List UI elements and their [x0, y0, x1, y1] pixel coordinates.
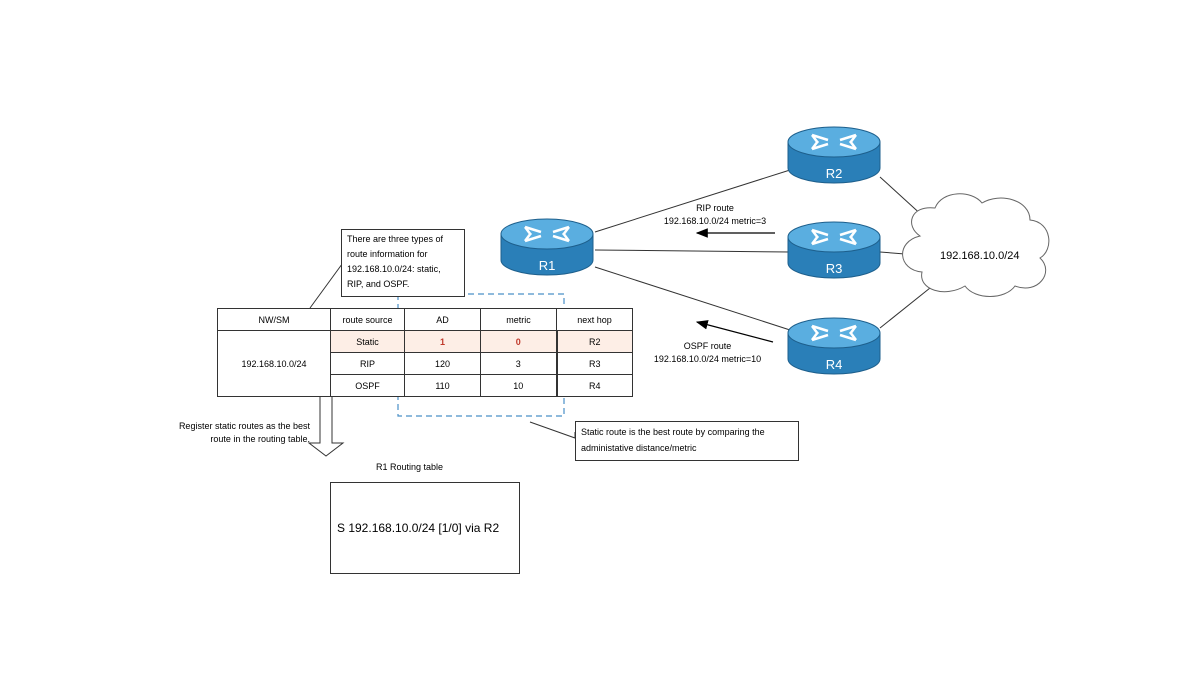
- network-cell: 192.168.10.0/24: [217, 330, 331, 397]
- register-note: Register static routes as the best route…: [150, 420, 310, 446]
- source-cell: Static: [330, 330, 405, 353]
- ospf-route-label: OSPF route 192.168.10.0/24 metric=10: [645, 340, 770, 366]
- register-note-line2: route in the routing table.: [210, 434, 310, 444]
- link-r3-net: [879, 251, 906, 255]
- best-route-callout: Static route is the best route by compar…: [575, 421, 799, 461]
- network-cloud-icon: [902, 193, 1050, 297]
- ad-cell: 120: [404, 352, 481, 375]
- network-label: 192.168.10.0/24: [940, 250, 1020, 262]
- metric-cell: 3: [480, 352, 557, 375]
- routing-table-entry: S 192.168.10.0/24 [1/0] via R2: [337, 521, 500, 535]
- metric-cell: 10: [480, 374, 557, 397]
- router-r2-icon: [787, 126, 881, 184]
- routing-table-title: R1 Routing table: [376, 462, 444, 472]
- table-row: RIP 120 3 R3: [218, 352, 633, 375]
- next-hop-cell: R3: [555, 352, 633, 375]
- callout-best-pointer: [529, 421, 576, 439]
- rip-route-title: RIP route: [696, 203, 734, 213]
- source-cell: RIP: [330, 352, 405, 375]
- routing-table-box: S 192.168.10.0/24 [1/0] via R2: [330, 482, 520, 574]
- header-nw-sm: NW/SM: [217, 308, 331, 331]
- router-r2-label: R2: [826, 166, 843, 181]
- next-hop-cell: R4: [555, 374, 633, 397]
- router-r1-icon: [500, 218, 594, 276]
- header-ad: AD: [404, 308, 481, 331]
- table-header-row: NW/SM route source AD metric next hop: [217, 308, 633, 331]
- router-r4-label: R4: [826, 357, 843, 372]
- link-r1-r3: [594, 249, 791, 253]
- route-comparison-table: NW/SM route source AD metric next hop 19…: [217, 308, 633, 397]
- header-next-hop: next hop: [556, 308, 633, 331]
- source-cell: OSPF: [330, 374, 405, 397]
- route-types-callout-text: There are three types of route informati…: [347, 234, 444, 289]
- rip-route-detail: 192.168.10.0/24 metric=3: [663, 216, 767, 226]
- best-route-callout-text: Static route is the best route by compar…: [581, 427, 765, 453]
- header-metric: metric: [480, 308, 557, 331]
- header-route-source: route source: [330, 308, 405, 331]
- route-types-callout: There are three types of route informati…: [341, 229, 465, 297]
- metric-cell: 0: [480, 330, 557, 353]
- ad-cell: 1: [404, 330, 481, 353]
- ospf-route-title: OSPF route: [683, 341, 732, 351]
- register-note-line1: Register static routes as the best: [178, 421, 310, 431]
- router-r1-label: R1: [539, 258, 556, 273]
- router-r4-icon: [787, 317, 881, 375]
- router-r3-label: R3: [826, 261, 843, 276]
- rip-route-label: RIP route 192.168.10.0/24 metric=3: [660, 202, 770, 228]
- link-r1-r4: [594, 266, 791, 331]
- ospf-route-arrow: [695, 320, 774, 343]
- ospf-route-detail: 192.168.10.0/24 metric=10: [653, 354, 762, 364]
- table-row: OSPF 110 10 R4: [218, 374, 633, 397]
- callout-types-pointer: [309, 258, 346, 309]
- next-hop-cell: R2: [555, 330, 633, 353]
- link-r1-r2: [594, 169, 791, 233]
- link-r4-net: [879, 287, 931, 329]
- table-row: 192.168.10.0/24 Static 1 0 R2: [217, 330, 633, 397]
- router-r3-icon: [787, 221, 881, 279]
- ad-cell: 110: [404, 374, 481, 397]
